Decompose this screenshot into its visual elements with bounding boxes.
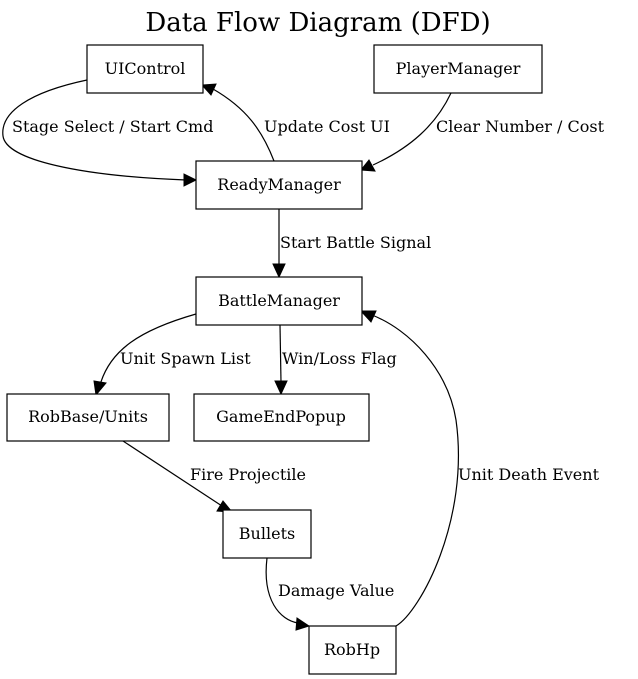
node-rob-hp: RobHp — [308, 625, 397, 675]
node-label-battle-manager: BattleManager — [218, 291, 340, 310]
node-label-ready-manager: ReadyManager — [217, 175, 341, 194]
edge-update-cost-ui — [200, 83, 275, 162]
node-game-end-popup: GameEndPopup — [193, 393, 370, 442]
edge-label-start-battle-signal: Start Battle Signal — [280, 233, 431, 252]
edge-stage-select — [2, 79, 198, 187]
edge-label-update-cost-ui: Update Cost UI — [264, 117, 390, 136]
node-ready-manager: ReadyManager — [195, 160, 363, 210]
edge-damage-value — [265, 557, 311, 631]
node-label-ui-control: UIControl — [105, 59, 186, 78]
edge-unit-spawn-list — [93, 313, 197, 397]
edge-clear-number-cost — [360, 92, 452, 172]
node-label-rob-hp: RobHp — [324, 640, 380, 659]
edge-label-fire-projectile: Fire Projectile — [190, 465, 306, 484]
node-label-player-manager: PlayerManager — [396, 59, 521, 78]
node-label-robbase-units: RobBase/Units — [28, 407, 148, 426]
edge-label-clear-number-cost: Clear Number / Cost — [436, 117, 605, 136]
node-label-bullets: Bullets — [239, 524, 295, 543]
node-ui-control: UIControl — [86, 44, 204, 94]
edge-label-unit-death-event: Unit Death Event — [458, 465, 600, 484]
edge-label-damage-value: Damage Value — [278, 581, 394, 600]
node-player-manager: PlayerManager — [373, 44, 543, 94]
node-robbase-units: RobBase/Units — [6, 393, 170, 442]
node-label-game-end-popup: GameEndPopup — [216, 407, 346, 426]
edge-label-unit-spawn-list: Unit Spawn List — [120, 349, 251, 368]
node-bullets: Bullets — [222, 509, 312, 559]
edge-unit-death-event — [359, 310, 460, 627]
edge-label-stage-select: Stage Select / Start Cmd — [12, 117, 213, 136]
node-battle-manager: BattleManager — [195, 276, 363, 326]
diagram-title: Data Flow Diagram (DFD) — [145, 8, 490, 38]
edge-win-loss-flag — [274, 324, 288, 396]
edge-label-win-loss-flag: Win/Loss Flag — [282, 349, 397, 368]
edge-start-battle-signal — [272, 209, 286, 279]
